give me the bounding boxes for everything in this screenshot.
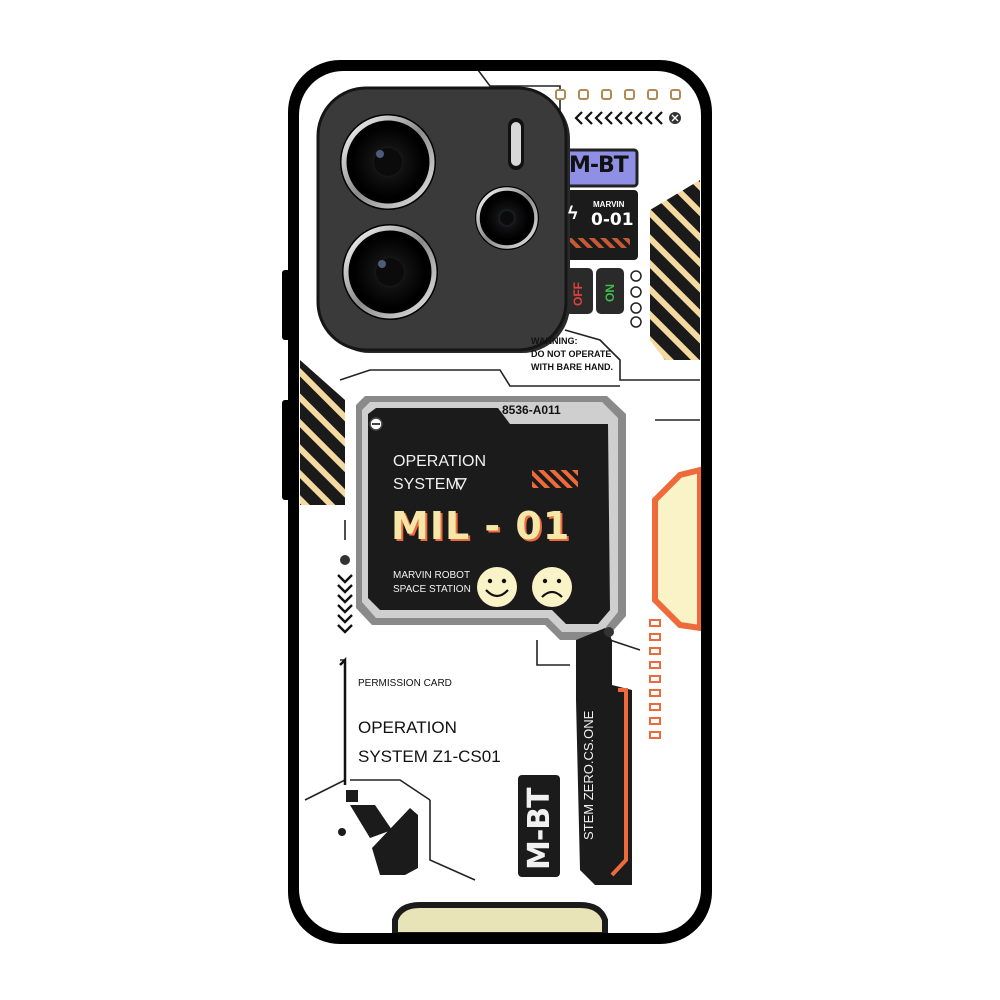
- warning-line2: DO NOT OPERATE: [531, 349, 612, 359]
- panel-title: MIL - 01: [391, 504, 571, 548]
- chevron-row-icon: [574, 111, 663, 125]
- power-button: [282, 400, 292, 500]
- panel-sub-line1: MARVIN ROBOT: [393, 570, 471, 581]
- happy-face-icon: [477, 567, 517, 607]
- permission-line2: SYSTEM Z1-CS01: [358, 747, 501, 766]
- vertical-tag: M-BT: [522, 788, 557, 870]
- secondary-lens-icon: [342, 224, 438, 320]
- switch-off[interactable]: OFF: [571, 282, 585, 306]
- dot-column: [649, 619, 661, 739]
- main-lens-icon: [340, 114, 436, 210]
- warning-line3: WITH BARE HAND.: [531, 362, 613, 372]
- flash-symbol-icon: ϟ: [568, 203, 578, 223]
- top-tag-label: M-BT: [569, 153, 629, 178]
- camera-module: [316, 86, 570, 353]
- panel-sub-line2: SPACE STATION: [393, 584, 471, 595]
- tertiary-lens-icon: [475, 186, 539, 250]
- flash-icon: [508, 118, 524, 170]
- permission-label: PERMISSION CARD: [358, 678, 452, 689]
- panel-os-line2: SYSTEM: [393, 476, 459, 493]
- warning-line1: WARNING:: [531, 336, 578, 346]
- marvin-tag-line2: 0-01: [591, 210, 634, 230]
- indicator-dots: [555, 89, 681, 100]
- switch-on[interactable]: ON: [603, 284, 617, 302]
- volume-button: [282, 270, 292, 340]
- panel-code: 8536-A011: [502, 403, 561, 417]
- triangle-down-icon: ▽: [455, 475, 467, 492]
- vertical-label: STEM ZERO.CS.ONE: [581, 710, 596, 840]
- panel-os-line1: OPERATION: [393, 453, 487, 470]
- chevron-column-icon: [337, 574, 353, 634]
- marvin-tag-line1: MARVIN: [593, 200, 625, 209]
- permission-line1: OPERATION: [358, 718, 457, 737]
- sad-face-icon: [532, 567, 572, 607]
